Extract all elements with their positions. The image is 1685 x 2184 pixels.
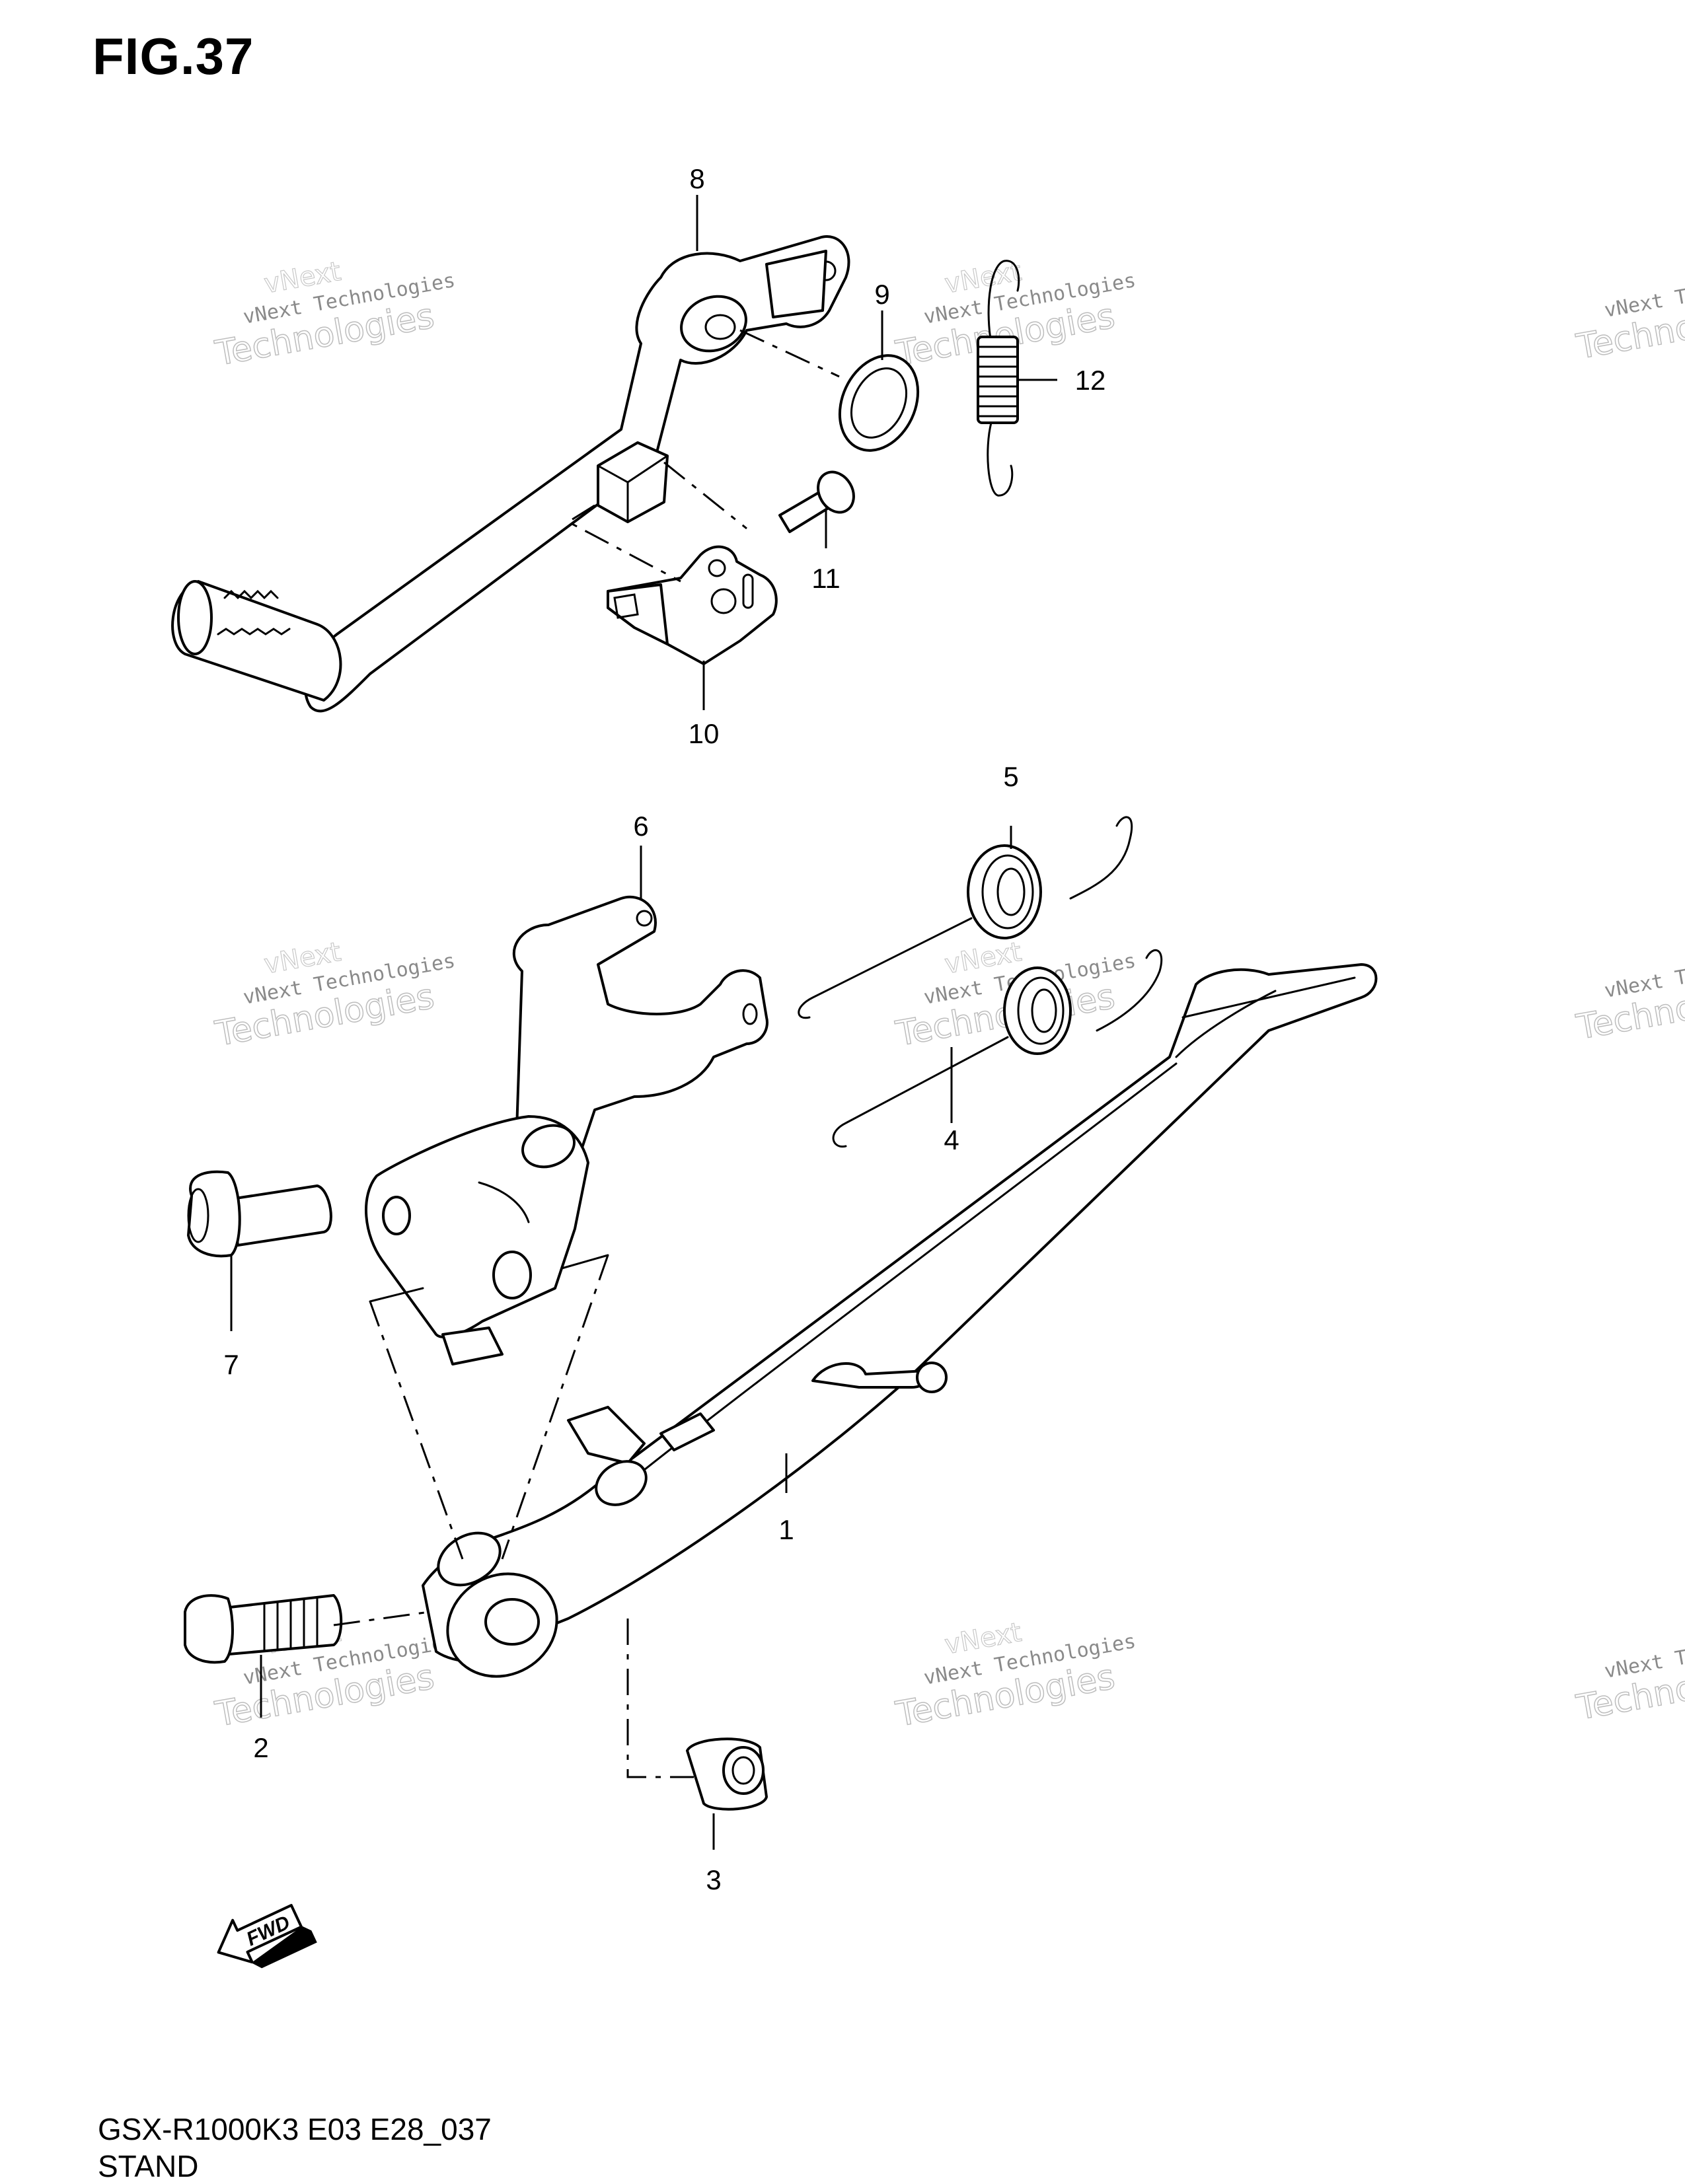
part-4-spring [832, 949, 1163, 1148]
watermark-top-left: vNext vNext Technologies Technologies [211, 256, 457, 374]
fwd-arrow-icon: FWD [217, 1904, 317, 1969]
part-10-bracket [607, 545, 778, 665]
part-9-washer [838, 354, 920, 452]
callout-6: 6 [633, 811, 648, 842]
watermark-group: vNext vNext Technologies Technologies vN… [211, 256, 1685, 1735]
part-3-nut [686, 1737, 768, 1811]
watermark-low-right: vNext Technologies Technologies [1573, 1623, 1685, 1729]
part-8-pedal [171, 235, 850, 713]
watermark-top-right: vNext Technologies Technologies [1573, 262, 1685, 368]
callout-5: 5 [1003, 761, 1018, 792]
part-5-spring [798, 816, 1133, 1019]
watermark-mid-right: vNext Technologies Technologies [1573, 943, 1685, 1048]
callout-3: 3 [706, 1864, 721, 1895]
part-7-bolt [187, 1170, 332, 1258]
callout-7: 7 [223, 1349, 239, 1380]
leader-lines [230, 195, 1057, 1850]
callout-4: 4 [944, 1124, 959, 1155]
callout-12: 12 [1075, 365, 1106, 396]
callout-1: 1 [778, 1514, 794, 1545]
watermark-mid-left: vNext vNext Technologies Technologies [211, 936, 457, 1054]
watermark-low-center: vNext vNext Technologies Technologies [892, 1617, 1137, 1735]
section-name: STAND [98, 2149, 199, 2183]
part-6-stand-bracket [365, 895, 768, 1365]
callout-9: 9 [874, 279, 889, 310]
model-code: GSX-R1000K3 E03 E28_037 [98, 2112, 492, 2146]
callout-11: 11 [811, 563, 841, 594]
callout-numbers: 1 2 3 4 5 6 7 8 9 10 11 12 [223, 163, 1105, 1895]
part-11-bolt [778, 470, 855, 533]
callout-10: 10 [689, 718, 720, 749]
figure-title: FIG.37 [93, 27, 254, 85]
callout-8: 8 [689, 163, 704, 194]
part-1-side-stand [422, 963, 1378, 1678]
callout-2: 2 [253, 1732, 268, 1763]
part-2-bolt [184, 1594, 343, 1664]
